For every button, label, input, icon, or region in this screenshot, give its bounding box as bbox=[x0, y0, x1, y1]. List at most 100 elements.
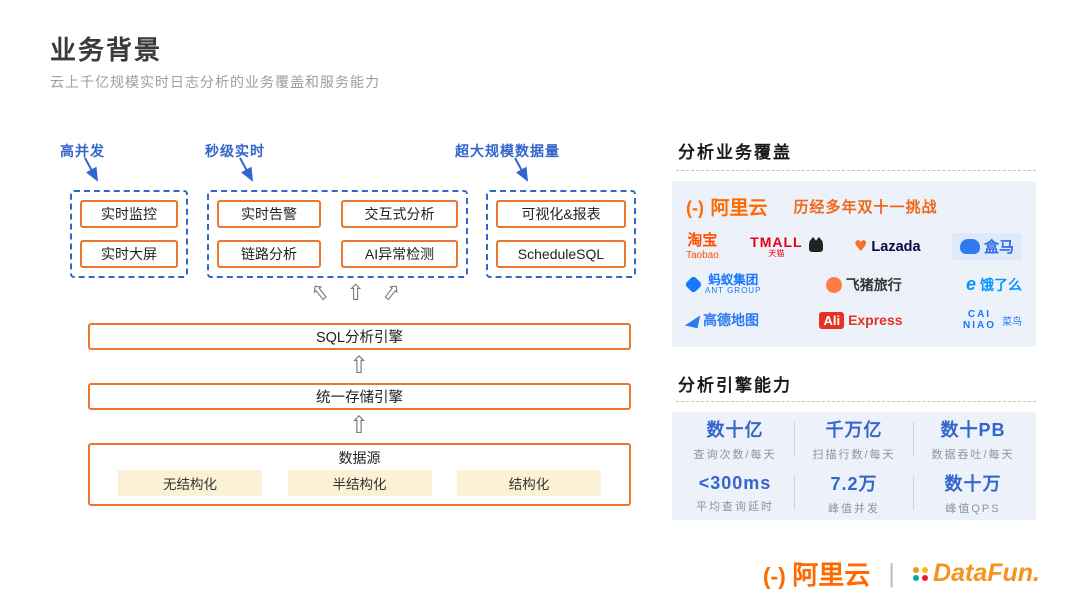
sql-engine-box: SQL分析引擎 bbox=[88, 323, 631, 350]
logo-taobao: 淘宝 Taobao bbox=[686, 232, 719, 261]
stat-label: 平均查询延时 bbox=[696, 500, 774, 513]
coverage-header-row: (-) 阿里云 历经多年双十一挑战 bbox=[672, 181, 1036, 220]
stat-queries-per-day: 数十亿 查询次数/每天 bbox=[676, 416, 794, 462]
cluster-pointer-arrows bbox=[84, 157, 528, 182]
capability-panel: 数十亿 查询次数/每天 千万亿 扫描行数/每天 数十PB 数据吞吐/每天 <30… bbox=[672, 412, 1036, 520]
logo-eleme: e 饿了么 bbox=[966, 274, 1022, 295]
up-right-arrow-icon: ⇧ bbox=[375, 278, 406, 310]
cluster-label-second-realtime: 秒级实时 bbox=[205, 143, 265, 159]
stat-value: 7.2万 bbox=[830, 474, 878, 494]
logo-aliexpress: Ali Express bbox=[819, 311, 903, 329]
stat-row-1: 数十亿 查询次数/每天 千万亿 扫描行数/每天 数十PB 数据吞吐/每天 bbox=[672, 412, 1036, 466]
cluster-box-high-concurrency: 实时监控 实时大屏 bbox=[70, 190, 188, 278]
cainiao-en2: NIAO bbox=[962, 320, 996, 332]
node-visualization-report: 可视化&报表 bbox=[496, 200, 626, 228]
coverage-heading: 分析业务覆盖 bbox=[678, 143, 792, 162]
up-arrow-icon: ⇧ bbox=[349, 351, 370, 379]
stat-divider bbox=[794, 476, 795, 510]
node-realtime-monitoring: 实时监控 bbox=[80, 200, 178, 228]
lazada-text: Lazada bbox=[871, 238, 921, 255]
stat-label: 扫描行数/每天 bbox=[812, 449, 896, 461]
hema-text: 盒马 bbox=[983, 239, 1014, 257]
datafun-logo: DataFun. bbox=[913, 559, 1040, 588]
tmall-cat-icon bbox=[808, 237, 823, 253]
datasource-types-row: 无结构化 半结构化 结构化 bbox=[118, 470, 601, 496]
datasource-unstructured: 无结构化 bbox=[118, 470, 262, 496]
logo-tmall: TMALL 天猫 bbox=[750, 233, 823, 259]
fliggy-text: 飞猪旅行 bbox=[845, 276, 902, 293]
ant-group-text: 蚂蚁集团 ANT GROUP bbox=[705, 272, 762, 297]
datasource-structured: 结构化 bbox=[457, 470, 601, 496]
cluster-box-large-scale: 可视化&报表 ScheduleSQL bbox=[486, 190, 636, 278]
stat-avg-latency: <300ms 平均查询延时 bbox=[676, 473, 794, 514]
datafun-logo-text: DataFun. bbox=[933, 559, 1040, 587]
footer-separator: | bbox=[888, 558, 896, 588]
logo-row-2: 蚂蚁集团 ANT GROUP 飞猪旅行 e 饿了么 bbox=[672, 272, 1036, 297]
stat-divider bbox=[913, 422, 914, 456]
stat-value: <300ms bbox=[698, 472, 772, 493]
stat-label: 峰值并发 bbox=[828, 503, 880, 515]
fliggy-pig-icon bbox=[825, 276, 842, 293]
page-subtitle: 云上千亿规模实时日志分析的业务覆盖和服务能力 bbox=[50, 74, 380, 90]
logo-row-1: 淘宝 Taobao TMALL 天猫 ♥ Lazada 盒马 bbox=[672, 232, 1036, 261]
lazada-heart-icon: ♥ bbox=[853, 237, 868, 256]
stat-value: 数十PB bbox=[940, 420, 1006, 440]
node-ai-anomaly-detection: AI异常检测 bbox=[341, 240, 458, 268]
up-arrow-icon: ⇧ bbox=[346, 281, 365, 306]
node-realtime-dashboard: 实时大屏 bbox=[80, 240, 178, 268]
amap-paper-plane-icon bbox=[684, 312, 701, 328]
coverage-panel: (-) 阿里云 历经多年双十一挑战 淘宝 Taobao TMALL 天猫 ♥ L… bbox=[672, 181, 1036, 347]
stat-value: 数十万 bbox=[944, 474, 1002, 494]
storage-engine-box: 统一存储引擎 bbox=[88, 383, 631, 410]
stat-label: 峰值QPS bbox=[945, 503, 1001, 515]
eleme-text: 饿了么 bbox=[980, 276, 1022, 293]
datasource-label: 数据源 bbox=[338, 450, 381, 466]
stat-throughput-per-day: 数十PB 数据吞吐/每天 bbox=[914, 416, 1032, 462]
logo-ant-group: 蚂蚁集团 ANT GROUP bbox=[684, 272, 762, 297]
aliexpress-ali-badge: Ali bbox=[819, 311, 845, 329]
cluster-box-second-realtime: 实时告警 交互式分析 链路分析 AI异常检测 bbox=[207, 190, 468, 278]
eleme-e-icon: e bbox=[965, 274, 976, 295]
alibaba-cloud-footer-logo: (-) 阿里云 bbox=[763, 555, 870, 592]
stat-label: 查询次数/每天 bbox=[693, 449, 777, 461]
logo-fliggy: 飞猪旅行 bbox=[825, 275, 902, 295]
ant-group-icon bbox=[684, 275, 703, 294]
capability-heading: 分析引擎能力 bbox=[678, 376, 792, 395]
tmall-text: TMALL 天猫 bbox=[750, 233, 803, 259]
coverage-divider bbox=[676, 170, 1036, 171]
flow-arrows-group: ⇧ ⇧ ⇧ bbox=[306, 278, 405, 309]
stat-value: 数十亿 bbox=[706, 420, 764, 440]
tmall-cn: 天猫 bbox=[768, 249, 785, 259]
cainiao-text: CAI NIAO bbox=[963, 309, 996, 331]
cainiao-en1: CAI bbox=[967, 309, 992, 321]
node-trace-analysis: 链路分析 bbox=[217, 240, 321, 268]
aliexpress-text: Express bbox=[848, 312, 903, 329]
taobao-en: Taobao bbox=[686, 249, 719, 261]
node-schedule-sql: ScheduleSQL bbox=[496, 240, 626, 268]
stat-row-2: <300ms 平均查询延时 7.2万 峰值并发 数十万 峰值QPS bbox=[672, 466, 1036, 520]
capability-divider bbox=[676, 401, 1036, 402]
node-interactive-analysis: 交互式分析 bbox=[341, 200, 458, 228]
stat-peak-qps: 数十万 峰值QPS bbox=[914, 470, 1032, 516]
footer: (-) 阿里云 | DataFun. bbox=[763, 555, 1040, 592]
datafun-dot bbox=[913, 574, 920, 581]
ant-group-en: ANT GROUP bbox=[705, 286, 762, 296]
alibaba-cloud-logo-text: 阿里云 bbox=[792, 560, 871, 590]
page-title: 业务背景 bbox=[50, 35, 163, 65]
cluster-label-high-concurrency: 高并发 bbox=[60, 143, 105, 159]
logo-row-3: 高德地图 Ali Express CAI NIAO 菜鸟 bbox=[672, 309, 1036, 331]
stat-rows-scanned-per-day: 千万亿 扫描行数/每天 bbox=[795, 416, 913, 462]
ant-group-cn: 蚂蚁集团 bbox=[708, 272, 759, 287]
logo-cainiao: CAI NIAO 菜鸟 bbox=[963, 309, 1022, 331]
alibaba-cloud-logo-mark: (-) bbox=[762, 563, 786, 589]
tmall-en: TMALL bbox=[750, 233, 803, 250]
up-left-arrow-icon: ⇧ bbox=[305, 278, 336, 310]
logo-hema: 盒马 bbox=[951, 233, 1022, 261]
logo-lazada: ♥ Lazada bbox=[854, 239, 921, 255]
hema-hippo-icon bbox=[959, 239, 980, 255]
stat-peak-concurrency: 7.2万 峰值并发 bbox=[795, 470, 913, 516]
stat-value: 千万亿 bbox=[825, 420, 883, 440]
stat-divider bbox=[794, 422, 795, 456]
alibaba-cloud-logo: (-) 阿里云 bbox=[686, 193, 767, 220]
stat-label: 数据吞吐/每天 bbox=[931, 449, 1015, 461]
